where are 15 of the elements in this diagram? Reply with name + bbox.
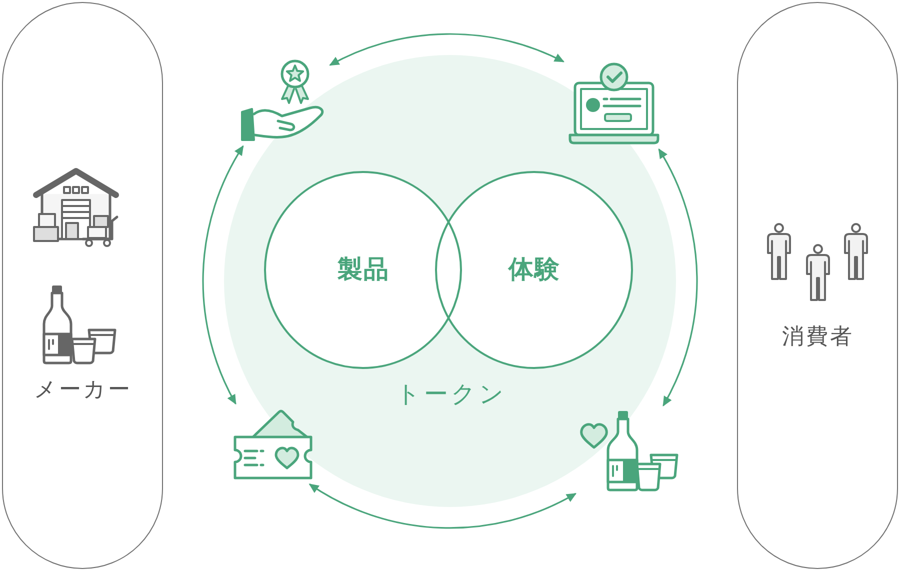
venn-circle [435,171,633,369]
circle-label: トークン [395,381,507,409]
ticket-heart-icon [233,408,313,480]
double-headed-arrow [329,33,565,66]
double-headed-arrow [308,484,577,529]
circle-label: 体験 [508,256,560,284]
double-headed-arrow [658,148,698,406]
hand-medal-icon [240,58,326,142]
double-headed-arrow [202,145,244,405]
panel-label: 消費者 [781,324,854,350]
circle-label: 製品 [336,256,390,284]
panel-label: メーカー [33,376,132,402]
bottle-heart-icon [580,410,680,492]
venn-circle [264,171,462,369]
laptop-certificate-icon [568,62,660,145]
